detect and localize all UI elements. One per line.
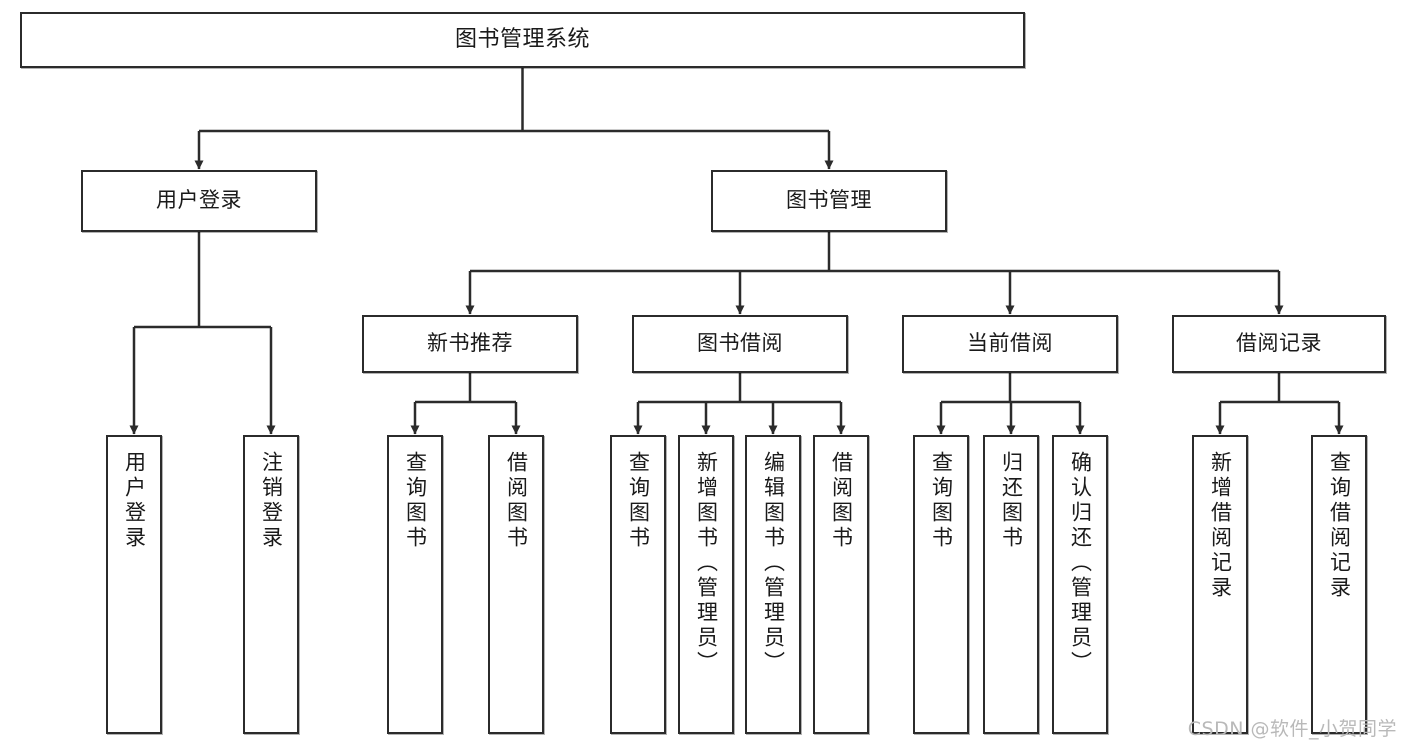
node-label: 查询图书 — [403, 451, 428, 551]
node-label: 新增图书（管理员） — [694, 451, 719, 676]
node-label: 借阅图书 — [829, 451, 854, 551]
node-label: 新书推荐 — [427, 331, 513, 356]
node-label: 借阅图书 — [504, 451, 529, 551]
node-label: 图书管理 — [786, 188, 872, 213]
node-borrow-record[interactable]: 借阅记录 — [1172, 315, 1386, 373]
node-leaf-query-record[interactable]: 查询借阅记录 — [1311, 435, 1367, 734]
node-current-borrow[interactable]: 当前借阅 — [902, 315, 1118, 373]
node-label: 新增借阅记录 — [1208, 451, 1233, 601]
node-label: 图书管理系统 — [454, 26, 590, 52]
node-leaf-confirm-return[interactable]: 确认归还（管理员） — [1052, 435, 1108, 734]
node-label: 借阅记录 — [1236, 331, 1322, 356]
node-label: 确认归还（管理员） — [1068, 451, 1093, 676]
node-label: 用户登录 — [156, 188, 242, 213]
node-label: 归还图书 — [999, 451, 1024, 551]
node-label: 查询图书 — [626, 451, 651, 551]
node-label: 用户登录 — [122, 451, 147, 551]
node-root[interactable]: 图书管理系统 — [20, 12, 1025, 68]
node-book-borrow[interactable]: 图书借阅 — [632, 315, 848, 373]
connector-group — [129, 68, 1344, 435]
node-leaf-user-logout[interactable]: 注销登录 — [243, 435, 299, 734]
node-book-manage[interactable]: 图书管理 — [711, 170, 947, 232]
node-leaf-query-book-1[interactable]: 查询图书 — [387, 435, 443, 734]
node-label: 查询图书 — [929, 451, 954, 551]
node-leaf-borrow-book-2[interactable]: 借阅图书 — [813, 435, 869, 734]
node-leaf-return-book[interactable]: 归还图书 — [983, 435, 1039, 734]
node-label: 当前借阅 — [967, 331, 1053, 356]
node-leaf-query-book-2[interactable]: 查询图书 — [610, 435, 666, 734]
node-user-login[interactable]: 用户登录 — [81, 170, 317, 232]
node-leaf-user-login[interactable]: 用户登录 — [106, 435, 162, 734]
node-new-book-rec[interactable]: 新书推荐 — [362, 315, 578, 373]
node-label: 注销登录 — [259, 451, 284, 551]
node-leaf-add-record[interactable]: 新增借阅记录 — [1192, 435, 1248, 734]
node-leaf-borrow-book-1[interactable]: 借阅图书 — [488, 435, 544, 734]
node-label: 图书借阅 — [697, 331, 783, 356]
node-leaf-query-book-3[interactable]: 查询图书 — [913, 435, 969, 734]
node-leaf-add-book[interactable]: 新增图书（管理员） — [678, 435, 734, 734]
node-leaf-edit-book[interactable]: 编辑图书（管理员） — [745, 435, 801, 734]
node-label: 查询借阅记录 — [1327, 451, 1352, 601]
node-label: 编辑图书（管理员） — [761, 451, 786, 676]
